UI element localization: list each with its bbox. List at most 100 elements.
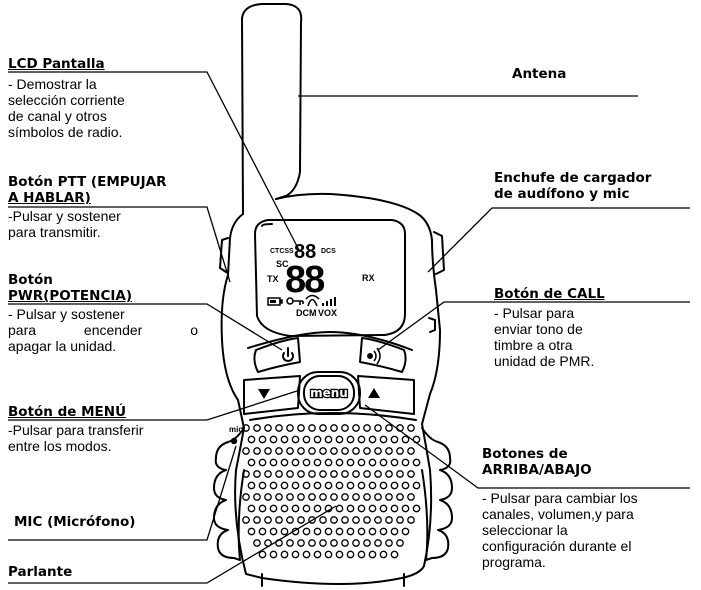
- grille-hole: [379, 458, 388, 467]
- mic-label: MIC (Micrófono): [14, 514, 136, 530]
- grille-hole: [286, 516, 294, 524]
- lcd-display: CTCSS 88 DCS SC TX 88 RX DCM VOX: [267, 241, 375, 318]
- grille-hole: [401, 435, 410, 444]
- grille-hole: [297, 424, 305, 432]
- grille-hole: [275, 516, 283, 524]
- grille-hole: [379, 481, 388, 490]
- grille-hole: [352, 516, 360, 524]
- grille-hole: [242, 516, 250, 524]
- grille-hole: [379, 527, 388, 536]
- grille-hole: [407, 493, 415, 501]
- grille-hole: [286, 447, 294, 455]
- pwr-label-desc: - Pulsar y sostener para encender o apag…: [8, 306, 198, 354]
- grille-hole: [335, 435, 344, 444]
- signal-bars-icon: [322, 297, 336, 306]
- grille-hole: [357, 435, 366, 444]
- grille-hole: [319, 424, 327, 432]
- grille-hole: [379, 550, 388, 559]
- grille-hole: [330, 539, 338, 547]
- grille-hole: [346, 504, 355, 513]
- grille-hole: [324, 435, 333, 444]
- grille-hole: [385, 470, 393, 478]
- down-arrow-icon: [258, 389, 270, 399]
- battery-icon: [267, 297, 283, 306]
- lcd-rx: RX: [362, 273, 375, 283]
- grille-hole: [407, 424, 415, 432]
- grille-hole: [330, 493, 338, 501]
- grille-hole: [357, 550, 366, 559]
- antenna-label: Antena: [512, 66, 567, 82]
- grille-hole: [297, 447, 305, 455]
- grille-hole: [275, 470, 283, 478]
- lcd-vox: VOX: [318, 308, 337, 318]
- lcd-dcm: DCM: [296, 308, 317, 318]
- grille-hole: [242, 493, 250, 501]
- grille-hole: [396, 516, 404, 524]
- grille-hole: [258, 504, 267, 513]
- grille-hole: [308, 424, 316, 432]
- grille-hole: [385, 424, 393, 432]
- grille-hole: [297, 539, 305, 547]
- lcd-small-channel: 88: [294, 241, 316, 263]
- grille-hole: [368, 550, 377, 559]
- grille-hole: [352, 470, 360, 478]
- grille-hole: [269, 458, 278, 467]
- grille-hole: [346, 527, 355, 536]
- grille-hole: [253, 470, 261, 478]
- grille-hole: [401, 481, 410, 490]
- grille-hole: [319, 447, 327, 455]
- up-button: [357, 375, 415, 415]
- antenna: [241, 3, 303, 215]
- grille-hole: [390, 504, 399, 513]
- lcd-tx: TX: [267, 274, 279, 284]
- grille-hole: [247, 481, 256, 490]
- grille-hole: [352, 447, 360, 455]
- grille-hole: [396, 447, 404, 455]
- up-arrow-icon: [368, 388, 380, 398]
- grille-hole: [286, 470, 294, 478]
- grille-hole: [286, 539, 294, 547]
- mic-hole: [230, 437, 238, 445]
- grille-hole: [291, 504, 300, 513]
- grille-hole: [401, 458, 410, 467]
- grille-hole: [390, 550, 399, 559]
- grille-hole: [280, 527, 289, 536]
- grille-hole: [275, 424, 283, 432]
- grille-hole: [247, 435, 256, 444]
- grille-hole: [253, 539, 261, 547]
- grille-hole: [363, 424, 371, 432]
- grille-hole: [297, 493, 305, 501]
- grille-hole: [374, 424, 382, 432]
- grille-hole: [319, 493, 327, 501]
- grille-hole: [368, 458, 377, 467]
- grille-hole: [341, 447, 349, 455]
- grille-hole: [269, 481, 278, 490]
- grille-hole: [357, 481, 366, 490]
- grille-hole: [374, 539, 382, 547]
- grille-hole: [275, 447, 283, 455]
- grille-hole: [330, 447, 338, 455]
- grille-hole: [407, 470, 415, 478]
- grille-hole: [407, 516, 415, 524]
- grille-hole: [253, 516, 261, 524]
- call-label-title: Botón de CALL: [494, 286, 605, 302]
- grille-hole: [330, 516, 338, 524]
- grille-hole: [247, 458, 256, 467]
- grille-hole: [407, 447, 415, 455]
- grille-hole: [280, 504, 289, 513]
- grille-hole: [357, 504, 366, 513]
- charger-jack-cover: [433, 231, 445, 275]
- grille-hole: [363, 493, 371, 501]
- grille-hole: [374, 447, 382, 455]
- grille-hole: [352, 493, 360, 501]
- grille-hole: [264, 493, 272, 501]
- speaker-grille: [242, 424, 421, 559]
- grille-hole: [308, 539, 316, 547]
- grille-hole: [368, 527, 377, 536]
- key-lock-icon: [286, 297, 304, 305]
- grille-hole: [396, 470, 404, 478]
